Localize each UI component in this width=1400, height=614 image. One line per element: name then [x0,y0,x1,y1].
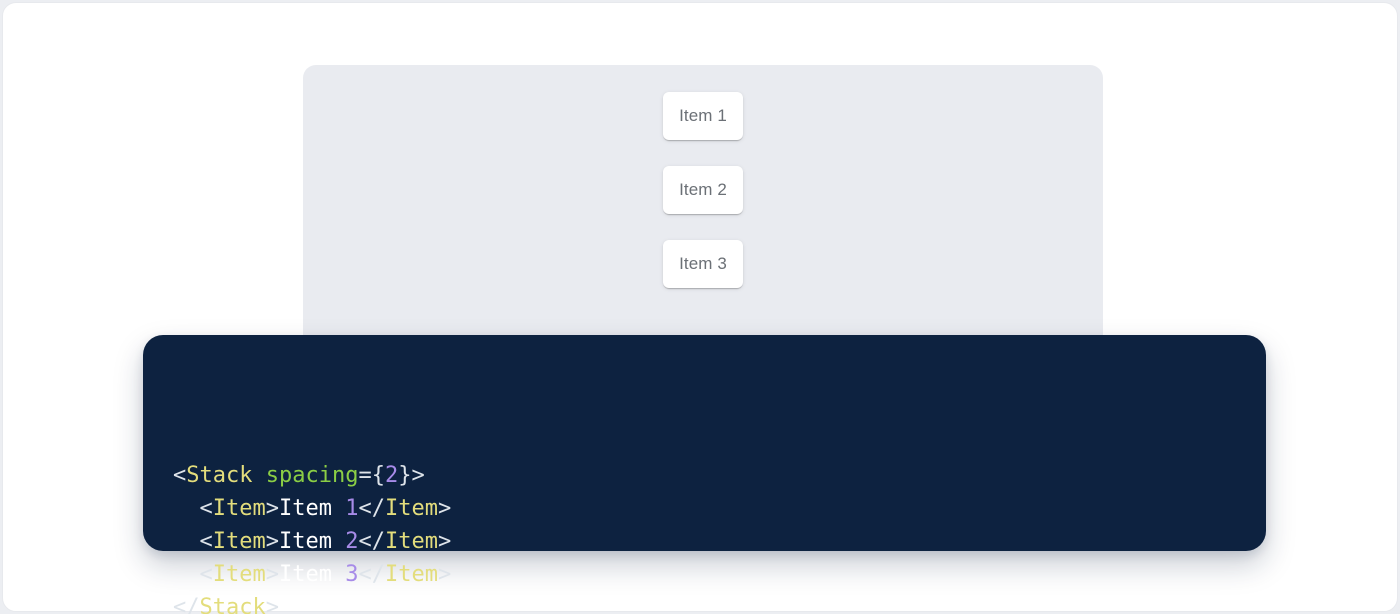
code-line: <Item>Item 3</Item> [199,562,452,587]
stack-item-card: Item 1 [663,92,743,140]
code-line: <Item>Item 2</Item> [199,529,452,554]
code-block[interactable]: <Stack spacing={2}> <Item>Item 1</Item> … [143,335,1266,614]
demo-preview-panel: Item 1 Item 2 Item 3 [303,65,1103,349]
code-content: <Stack spacing={2}> <Item>Item 1</Item> … [173,360,1236,614]
stack-item-card: Item 3 [663,240,743,288]
stack-item-card: Item 2 [663,166,743,214]
stack-demo: Item 1 Item 2 Item 3 [303,65,1103,288]
code-line: <Stack spacing={2}> [173,463,425,488]
code-line: <Item>Item 1</Item> [199,496,452,521]
code-line: </Stack> [173,595,279,614]
